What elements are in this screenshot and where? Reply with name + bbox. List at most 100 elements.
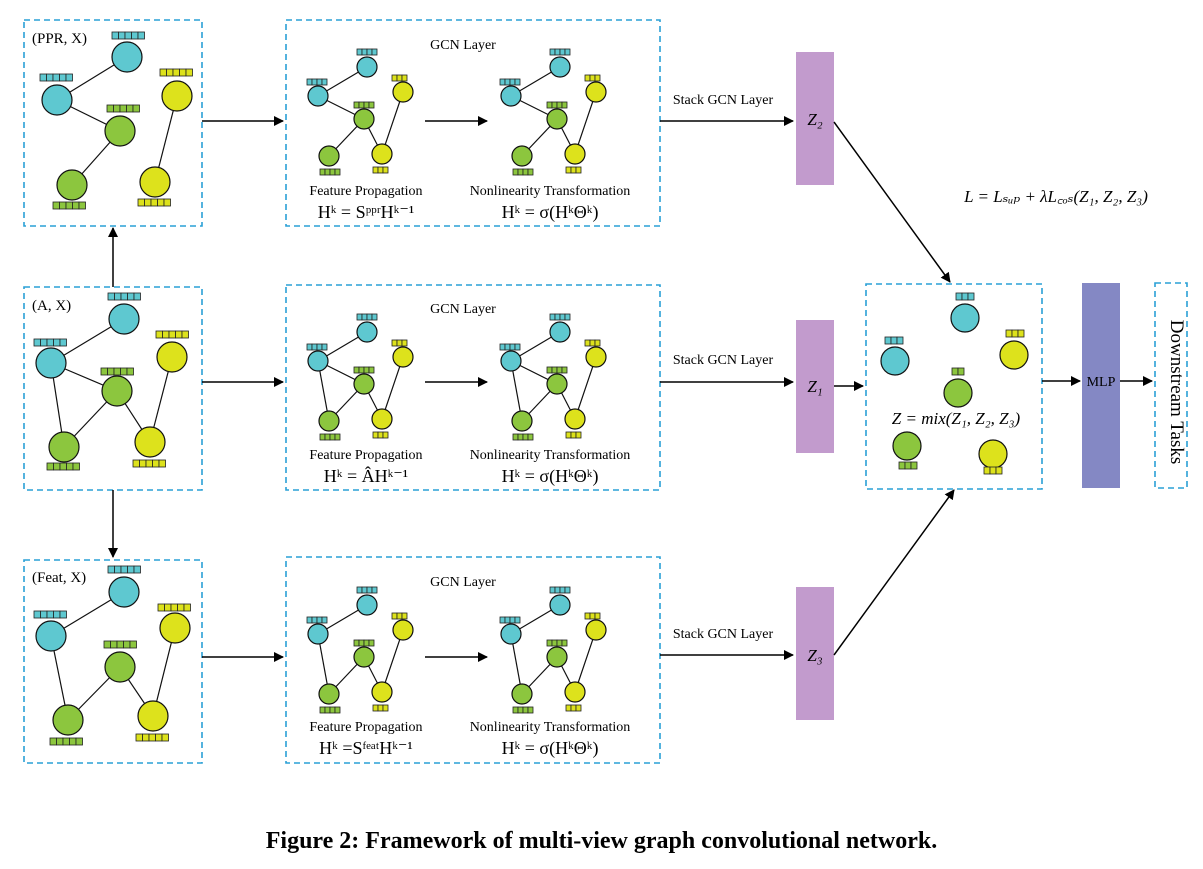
feature-vector-cell: [504, 78, 511, 86]
view-label-ppr: (PPR, X): [32, 31, 87, 47]
feature-vector-cell: [382, 704, 389, 712]
graph-node: [392, 619, 414, 641]
graph-node: [356, 321, 378, 343]
feature-vector-cell: [107, 565, 115, 574]
feature-vector-cell: [391, 612, 398, 620]
feature-vector-cell: [113, 367, 121, 376]
feature-vector-cell: [164, 603, 172, 612]
feature-vector-cell: [559, 586, 566, 594]
stack-label-a: Stack GCN Layer: [673, 353, 774, 368]
graph-node: [108, 303, 140, 335]
feature-vector-cell: [118, 31, 126, 40]
feature-vector-cell: [551, 639, 558, 647]
graph-node: [999, 340, 1029, 370]
eq-ppr: Hᵏ = SᵖᵖʳHᵏ⁻¹: [318, 202, 415, 222]
feature-vector-cell: [575, 431, 582, 439]
figure-caption: Figure 2: Framework of multi-view graph …: [265, 828, 938, 854]
graph-node: [104, 115, 136, 147]
feature-vector-cell: [131, 31, 139, 40]
feature-vector-cell: [499, 343, 506, 351]
arrow-z3-to-mix: [833, 489, 955, 656]
feature-vector-cell: [353, 639, 360, 647]
graph-node: [500, 85, 522, 107]
feature-vector-cell: [306, 616, 313, 624]
graph-node: [48, 431, 80, 463]
feature-vector-cell: [517, 433, 524, 441]
feature-vector-cell: [546, 639, 553, 647]
feature-vector-cell: [584, 339, 591, 347]
feature-vector-cell: [589, 339, 596, 347]
feature-vector-cell: [363, 101, 370, 109]
gcn-graph-ppr-left: [306, 48, 414, 176]
graph-node: [101, 375, 133, 407]
feature-vector-cell: [512, 168, 519, 176]
feature-vector-cell: [556, 639, 563, 647]
nonlinearity-label-a: Nonlinearity Transformation: [470, 448, 631, 463]
graph-node: [318, 145, 340, 167]
feature-vector-cell: [59, 201, 67, 210]
feature-vector-cell: [570, 431, 577, 439]
feature-vector-cell: [549, 48, 556, 56]
feature-vector-cell: [111, 31, 119, 40]
feature-vector-cell: [175, 330, 183, 339]
graph-node: [307, 623, 329, 645]
feature-vector-cell: [584, 74, 591, 82]
feature-vector-cell: [181, 330, 189, 339]
feature-vector-cell: [33, 338, 41, 347]
feature-vector-cell: [161, 733, 169, 742]
feature-vector-cell: [311, 616, 318, 624]
view-label-feat: (Feat, X): [32, 570, 86, 586]
feature-vector-cell: [75, 737, 83, 746]
feature-vector-cell: [556, 366, 563, 374]
feature-vector-cell: [150, 198, 158, 207]
graph-node: [392, 81, 414, 103]
gcn-graph-feat-left: [306, 586, 414, 714]
feature-vector-cell: [884, 336, 892, 345]
feature-vector-cell: [396, 74, 403, 82]
feature-vector-cell: [120, 565, 128, 574]
feature-vector-cell: [114, 292, 122, 301]
graph-node: [134, 426, 166, 458]
feature-vector-cell: [570, 166, 577, 174]
graph-node: [356, 56, 378, 78]
graph-node: [353, 108, 375, 130]
feature-vector-cell: [158, 459, 166, 468]
z3-label: Z₃: [807, 646, 822, 665]
feature-vector-cell: [368, 639, 375, 647]
feature-vector-cell: [157, 198, 165, 207]
feature-vector-cell: [78, 201, 86, 210]
feature-vector-cell: [554, 586, 561, 594]
feature-vector-cell: [391, 339, 398, 347]
feature-vector-cell: [396, 612, 403, 620]
feature-vector-cell: [329, 706, 336, 714]
feature-vector-cell: [46, 338, 54, 347]
feature-vector-cell: [53, 338, 61, 347]
graph-node: [307, 85, 329, 107]
feature-vector-cell: [334, 706, 341, 714]
feature-vector-cell: [517, 168, 524, 176]
feature-vector-cell: [316, 616, 323, 624]
feature-vector-cell: [366, 48, 373, 56]
graph-node: [564, 408, 586, 430]
feature-vector-cell: [46, 610, 54, 619]
feature-vector-cell: [401, 339, 408, 347]
feature-vector-cell: [113, 104, 121, 113]
feature-vector-cell: [509, 78, 516, 86]
graph-ppr: [39, 31, 193, 210]
graph-node: [511, 683, 533, 705]
feature-vector-cell: [155, 733, 163, 742]
feature-vector-cell: [66, 462, 74, 471]
feature-vector-cell: [368, 101, 375, 109]
feature-vector-cell: [565, 704, 572, 712]
graph-node: [139, 166, 171, 198]
gcn-title-feat: GCN Layer: [430, 575, 496, 590]
graph-node: [371, 681, 393, 703]
stack-label-ppr: Stack GCN Layer: [673, 93, 774, 108]
feature-vector-cell: [401, 74, 408, 82]
feature-vector-cell: [561, 639, 568, 647]
z3-block: [796, 587, 834, 720]
mix-equation: Z = mix(Z₁, Z₂, Z₃): [892, 409, 1021, 428]
feature-vector-cell: [59, 338, 67, 347]
mix-nodes: [880, 292, 1029, 475]
feature-vector-cell: [564, 586, 571, 594]
